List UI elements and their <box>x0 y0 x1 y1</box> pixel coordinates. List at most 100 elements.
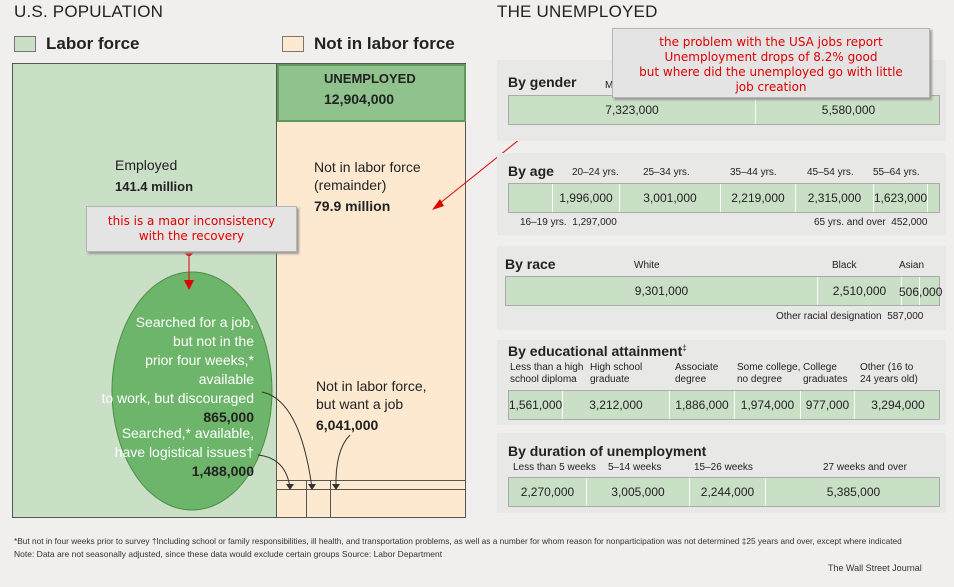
age-bar: 1,996,000 3,001,000 2,219,000 2,315,000 … <box>508 183 940 213</box>
edu-label-assoc-1: Associate <box>675 362 719 373</box>
right-title: THE UNEMPLOYED <box>497 2 658 21</box>
dur-label-27-plus: 27 weeks and over <box>823 462 907 473</box>
gender-seg-women: 5,580,000 <box>755 96 941 124</box>
unemployed-label: UNEMPLOYED <box>324 71 416 86</box>
edu-seg-college: 977,000 <box>800 391 854 419</box>
employed-value: 141.4 million <box>115 179 194 194</box>
edu-seg-other: 3,294,000 <box>854 391 941 419</box>
edu-label-hs-1: High school <box>590 362 643 373</box>
legend-label-labor-force: Labor force <box>46 34 140 53</box>
race-label-other-text: Other racial designation <box>776 311 882 322</box>
dur-seg-27-plus: 5,385,000 <box>765 478 941 506</box>
gender-label-m: M <box>605 80 614 91</box>
legend-swatch-not-in-labor-force <box>282 36 304 52</box>
age-label-20-24: 20–24 yrs. <box>572 167 619 178</box>
gender-seg-men: 7,323,000 <box>605 103 659 117</box>
edu-label-other-2: 24 years old) <box>860 374 918 385</box>
footer-line-2: Note: Data are not seasonally adjusted, … <box>14 549 443 559</box>
dur-seg-5-14: 3,005,000 <box>586 478 689 506</box>
dur-seg-lt5: 2,270,000 <box>520 485 575 499</box>
race-seg-asian <box>901 277 919 305</box>
education-heading-mark: ‡ <box>682 343 687 353</box>
strip-line <box>277 489 465 490</box>
edu-label-hs-2: graduate <box>590 374 630 385</box>
edu-label-college-1: College <box>803 362 837 373</box>
edu-seg-less-hs: 1,561,000 <box>508 398 563 412</box>
age-label-55-64: 55–64 yrs. <box>873 167 920 178</box>
nlf-bottom-strip <box>277 480 465 517</box>
age-label-16-19-text: 16–19 yrs. <box>520 217 567 228</box>
edu-seg-assoc: 1,886,000 <box>669 391 734 419</box>
edu-label-college-2: graduates <box>803 374 848 385</box>
race-seg-other <box>919 277 941 305</box>
marginal-ellipse <box>111 271 273 511</box>
duration-bar: 2,270,000 3,005,000 2,244,000 5,385,000 <box>508 477 940 507</box>
strip-divider-2 <box>330 480 331 517</box>
logistic-line-2: have logistical issues† <box>114 444 254 460</box>
age-label-65-over-text: 65 yrs. and over <box>814 217 886 228</box>
edu-seg-hs: 3,212,000 <box>562 391 669 419</box>
age-label-45-54: 45–54 yrs. <box>807 167 854 178</box>
edu-label-some-college-1: Some college, <box>737 362 801 373</box>
nlf-remainder-label-2: (remainder) <box>314 177 387 193</box>
race-heading: By race <box>505 256 556 272</box>
unemployed-value: 12,904,000 <box>324 91 395 107</box>
edu-seg-some-college: 1,974,000 <box>734 391 800 419</box>
edu-label-some-college: Some college,no degree <box>737 362 800 386</box>
edu-label-less-hs-1: Less than a high <box>510 362 584 373</box>
age-seg-55-64: 1,623,000 <box>873 184 927 212</box>
race-label-asian: Asian <box>899 260 925 271</box>
age-seg-65-over <box>927 184 941 212</box>
race-label-other: Other racial designation 587,000 <box>776 311 923 323</box>
footer-source: The Wall Street Journal <box>828 563 922 573</box>
want-job-line-2: but want a job <box>316 396 404 412</box>
duration-heading: By duration of unemployment <box>508 443 707 459</box>
left-title: U.S. POPULATION <box>14 2 164 21</box>
age-seg-25-34: 3,001,000 <box>619 184 720 212</box>
unemployed-box <box>277 64 466 122</box>
age-value-16-19: 1,297,000 <box>572 217 617 228</box>
nlf-remainder-label-1: Not in labor force <box>314 159 421 175</box>
note1-line-2: Unemployment drops of 8.2% good <box>664 50 878 64</box>
age-seg-45-54: 2,315,000 <box>795 184 873 212</box>
want-job-line-1: Not in labor force, <box>316 378 427 394</box>
logistic-value: 1,488,000 <box>191 463 254 479</box>
searched-value: 865,000 <box>203 409 254 425</box>
legend-label-not-in-labor-force: Not in labor force <box>314 34 455 53</box>
logistic-line-1: Searched,* available, <box>121 425 254 441</box>
race-label-white: White <box>634 260 660 271</box>
race-bar: 9,301,000 2,510,000 <box>505 276 940 306</box>
age-label-16-19: 16–19 yrs. 1,297,000 <box>520 217 617 229</box>
race-seg-white: 9,301,000 <box>634 284 689 298</box>
education-heading-text: By educational attainment <box>508 343 683 359</box>
logistic-text: Searched,* available, have logistical is… <box>90 424 254 481</box>
note2-line-2: with the recovery <box>138 229 245 243</box>
note1-line-4: job creation <box>735 80 807 94</box>
dur-label-15-26: 15–26 weeks <box>694 462 753 473</box>
nlf-remainder-value: 79.9 million <box>314 198 391 214</box>
annotation-note-inconsistency: this is a maor inconsistency with the re… <box>86 206 297 252</box>
note1-line-3: but where did the unemployed go with lit… <box>639 65 903 79</box>
age-seg-16-19 <box>509 184 552 212</box>
race-seg-black: 2,510,000 <box>817 277 901 305</box>
age-label-65-over: 65 yrs. and over 452,000 <box>814 217 927 229</box>
race-label-black: Black <box>832 260 857 271</box>
want-job-value: 6,041,000 <box>316 417 379 433</box>
employed-label: Employed <box>115 157 178 173</box>
gender-bar: 7,323,000 5,580,000 <box>508 95 940 125</box>
age-seg-35-44: 2,219,000 <box>720 184 795 212</box>
searched-line-3: prior four weeks,* available <box>145 352 254 387</box>
age-label-25-34: 25–34 yrs. <box>643 167 690 178</box>
edu-label-assoc-2: degree <box>675 374 707 385</box>
dur-label-5-14: 5–14 weeks <box>608 462 662 473</box>
annotation-note-jobs-report: the problem with the USA jobs report Une… <box>612 28 930 98</box>
edu-label-less-hs-2: school diploma <box>510 374 577 385</box>
strip-divider-1 <box>306 480 307 517</box>
education-heading: By educational attainment‡ <box>508 343 687 359</box>
searched-line-4: to work, but discouraged <box>101 390 254 406</box>
